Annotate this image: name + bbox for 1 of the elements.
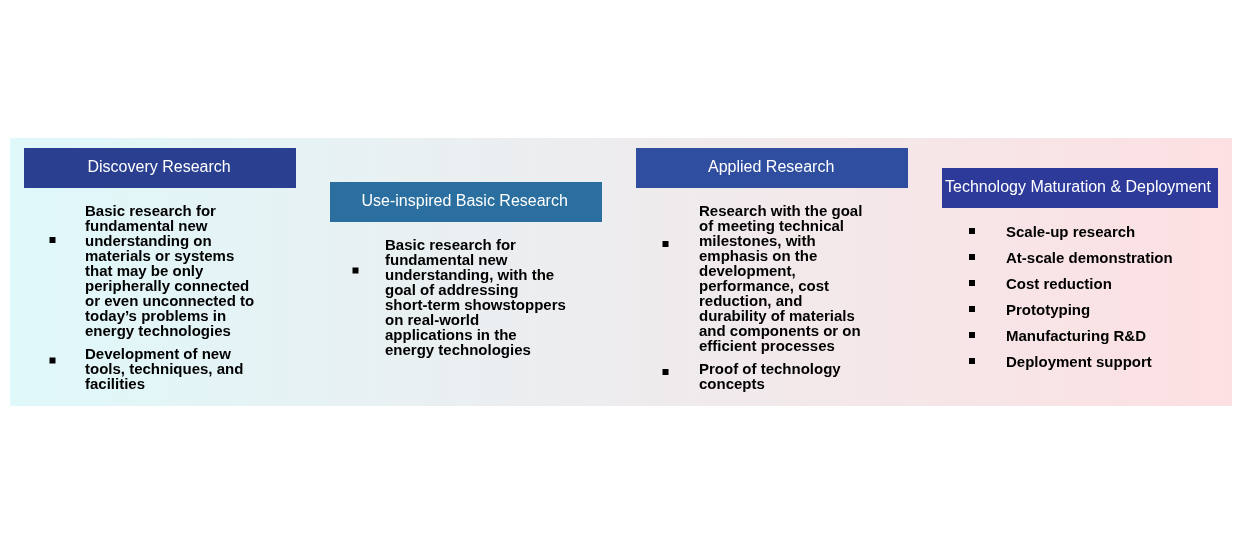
node-label: concepts (698, 375, 765, 392)
